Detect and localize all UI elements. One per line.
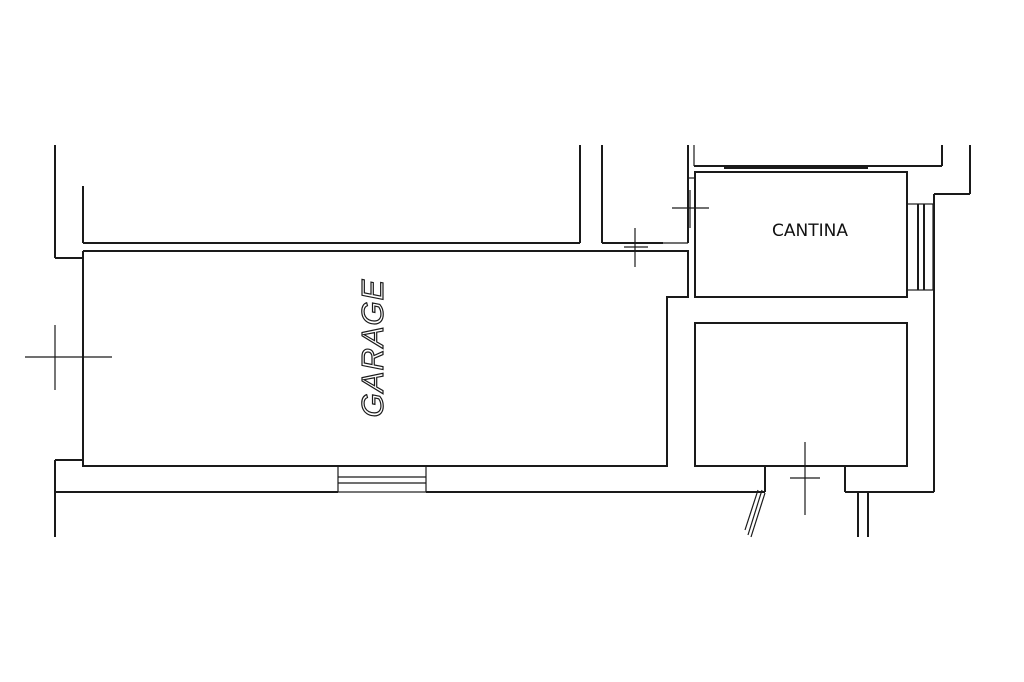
lower-right-doorway bbox=[764, 466, 846, 492]
section-marker-center bbox=[624, 228, 648, 267]
cantina-right-window bbox=[906, 203, 934, 291]
right-exterior-wall bbox=[933, 145, 971, 492]
section-marker-cantina bbox=[672, 190, 709, 228]
cantina-label: CANTINA bbox=[772, 221, 848, 241]
cantina-top-window bbox=[694, 145, 943, 169]
garage-room bbox=[82, 250, 689, 467]
garage-door bbox=[337, 465, 427, 493]
lower-right-room bbox=[694, 322, 908, 467]
section-marker-bottom bbox=[790, 442, 820, 515]
garage-label: GARAGE bbox=[355, 279, 390, 418]
upper-room-outline bbox=[82, 145, 581, 244]
bottom-right-stair bbox=[744, 489, 869, 538]
section-marker-left bbox=[25, 325, 112, 390]
left-exterior-wall bbox=[54, 145, 84, 537]
central-partition bbox=[601, 145, 695, 244]
